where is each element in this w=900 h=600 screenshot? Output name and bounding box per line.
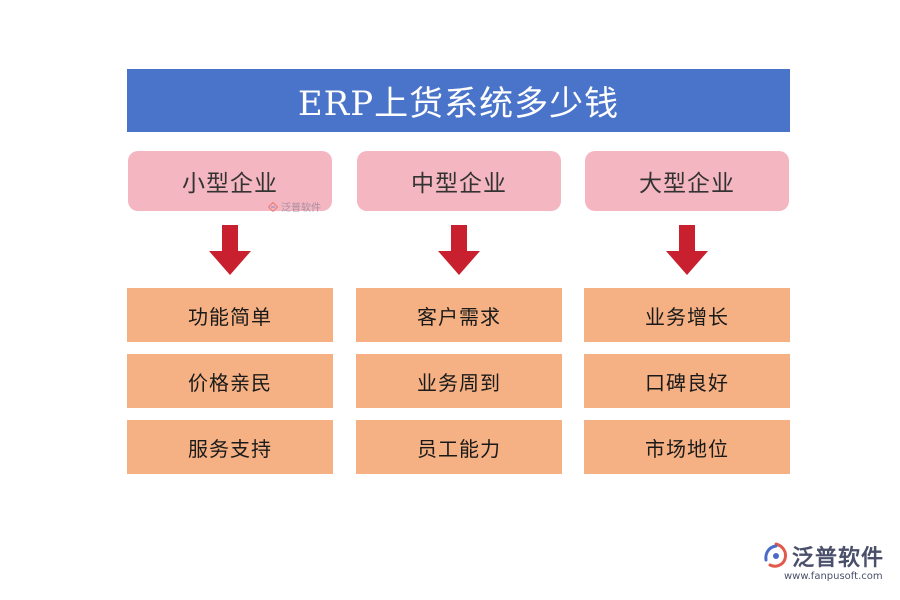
down-arrow-icon — [666, 225, 708, 275]
watermark-small: 泛普软件 — [268, 199, 321, 214]
down-arrow-icon — [209, 225, 251, 275]
list-item: 服务支持 — [127, 420, 333, 474]
list-item: 客户需求 — [356, 288, 562, 342]
column-header: 小型企业 — [128, 151, 332, 211]
list-item: 业务周到 — [356, 354, 562, 408]
list-item: 员工能力 — [356, 420, 562, 474]
list-item: 市场地位 — [584, 420, 790, 474]
fanpu-logo-icon — [268, 201, 278, 212]
brand-url: www.fanpusoft.com — [784, 571, 883, 582]
list-item: 价格亲民 — [127, 354, 333, 408]
brand-watermark: 泛普软件 www.fanpusoft.com — [762, 540, 888, 586]
fanpu-logo-icon — [764, 542, 787, 568]
brand-name: 泛普软件 — [792, 546, 885, 571]
down-arrow-icon — [438, 225, 480, 275]
list-item: 业务增长 — [584, 288, 790, 342]
list-item: 功能简单 — [127, 288, 333, 342]
watermark-small-text: 泛普软件 — [281, 203, 321, 214]
list-item: 口碑良好 — [584, 354, 790, 408]
column-header: 大型企业 — [585, 151, 789, 211]
diagram-title: ERP上货系统多少钱 — [127, 69, 790, 132]
column-header: 中型企业 — [357, 151, 561, 211]
